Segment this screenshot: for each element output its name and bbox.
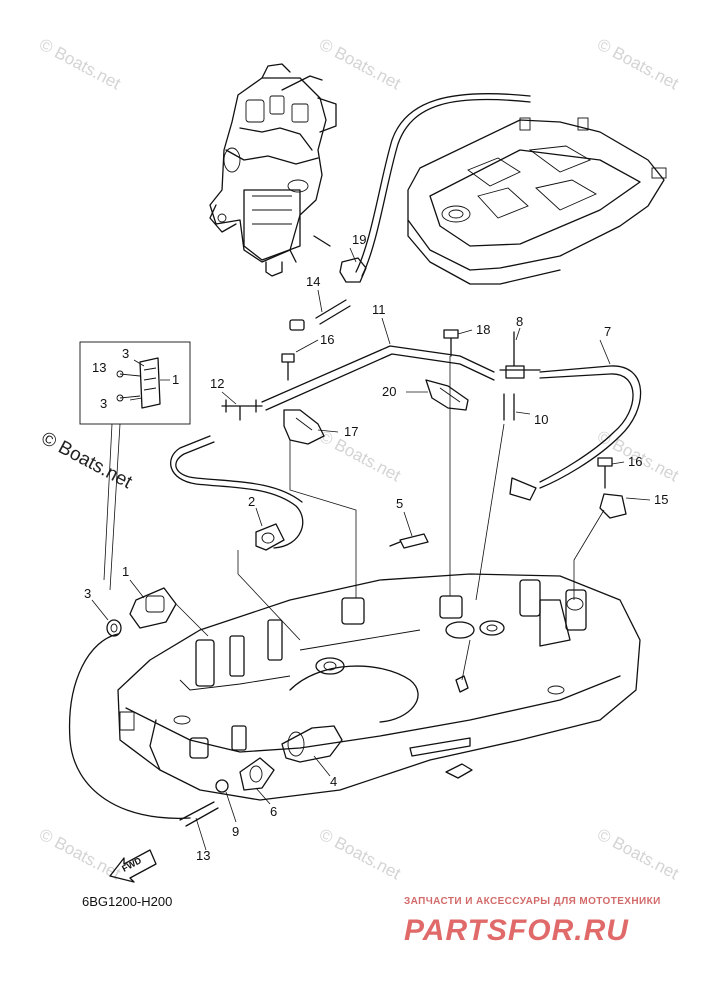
- bottom-cowling: [117, 573, 641, 801]
- callout-2: 2: [248, 494, 255, 509]
- fwd-arrow-shape: [109, 849, 157, 883]
- callout-1: 1: [122, 564, 129, 579]
- watermark: © Boats.net: [316, 825, 404, 884]
- intake-silencer: [407, 117, 667, 285]
- callout-9: 9: [232, 824, 239, 839]
- shop-branding: ЗАПЧАСТИ И АКСЕССУАРЫ ДЛЯ МОТОТЕХНИКИ PA…: [404, 896, 661, 947]
- inset-callout-13: 13: [92, 360, 106, 375]
- inset-frame: [79, 341, 191, 425]
- callout-8: 8: [516, 314, 523, 329]
- callout-16: 16: [320, 332, 334, 347]
- callout-17: 17: [344, 424, 358, 439]
- callout-13: 13: [196, 848, 210, 863]
- callout-7: 7: [604, 324, 611, 339]
- watermark: © Boats.net: [316, 35, 404, 94]
- shop-tagline: ЗАПЧАСТИ И АКСЕССУАРЫ ДЛЯ МОТОТЕХНИКИ: [404, 896, 661, 907]
- inset-callout-1: 1: [172, 372, 179, 387]
- callout-12: 12: [210, 376, 224, 391]
- callout-3: 3: [84, 586, 91, 601]
- callout-19: 19: [352, 232, 366, 247]
- callout-20: 20: [382, 384, 396, 399]
- watermark: © Boats.net: [594, 825, 682, 884]
- diagram-code: 6BG1200-H200: [82, 894, 172, 909]
- inset-callout-3b: 3: [100, 396, 107, 411]
- callout-16b: 16: [628, 454, 642, 469]
- callout-18: 18: [476, 322, 490, 337]
- callout-14: 14: [306, 274, 320, 289]
- hoses: [68, 93, 642, 827]
- shop-logo: PARTSFOR.RU: [404, 914, 629, 947]
- watermark: © Boats.net: [594, 35, 682, 94]
- callout-4: 4: [330, 774, 337, 789]
- callouts: 19 14 16 11 18 8 7 12 20 10 17 16 15 2 5…: [84, 232, 668, 863]
- callout-10: 10: [534, 412, 548, 427]
- watermark: © Boats.net: [316, 427, 404, 486]
- watermark-main: © Boats.net: [38, 428, 136, 494]
- callout-6: 6: [270, 804, 277, 819]
- inset-detail: 13 3 3 1: [79, 341, 191, 591]
- callout-15: 15: [654, 492, 668, 507]
- leader-lines: [91, 247, 651, 851]
- inset-callout-3a: 3: [122, 346, 129, 361]
- callout-5: 5: [396, 496, 403, 511]
- small-parts: [106, 257, 627, 793]
- watermark: © Boats.net: [36, 35, 124, 94]
- vapor-separator-assembly: [209, 63, 337, 277]
- callout-11: 11: [372, 302, 386, 317]
